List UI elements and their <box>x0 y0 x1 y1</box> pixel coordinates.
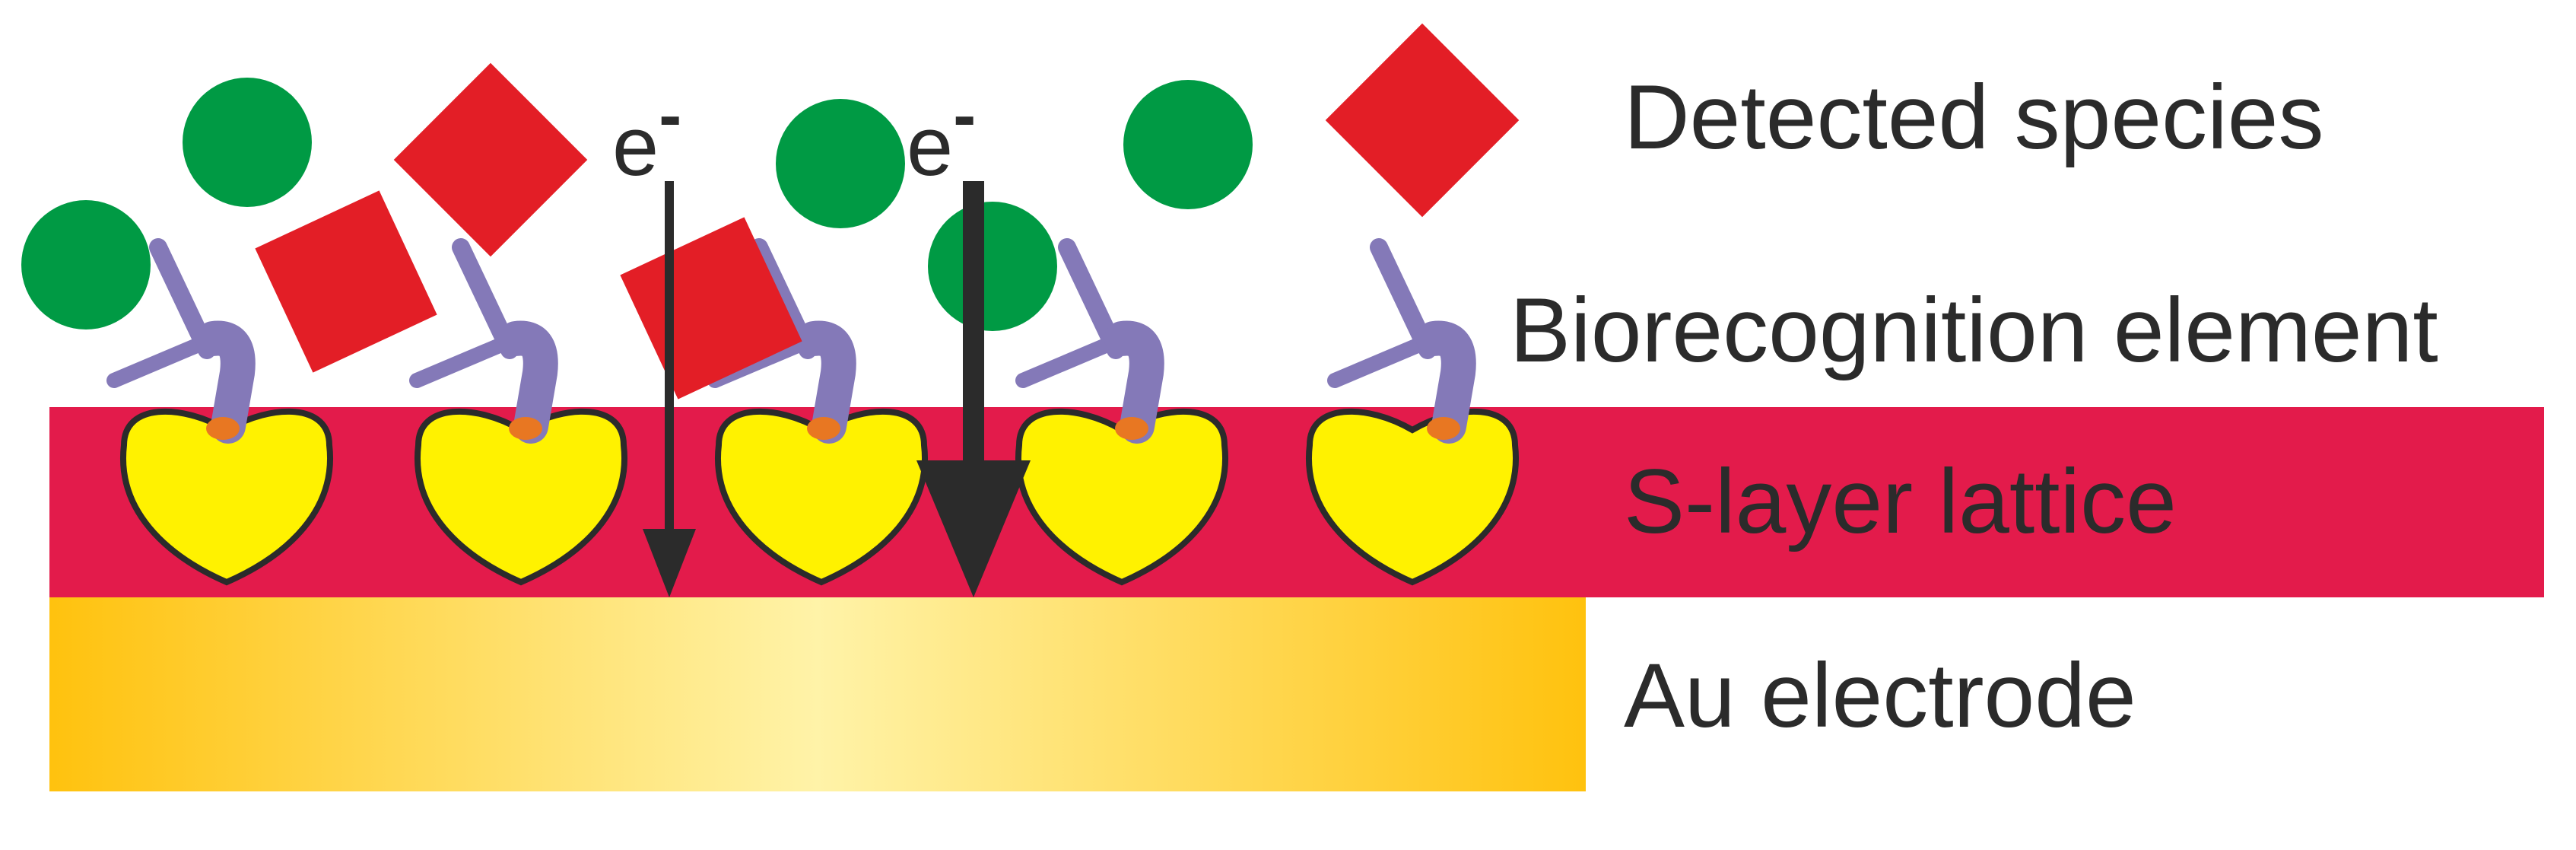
red-species <box>255 190 437 373</box>
green-species <box>928 202 1057 331</box>
green-species <box>183 78 312 207</box>
label-au-electrode: Au electrode <box>1624 645 2136 747</box>
green-species-group <box>21 78 1253 331</box>
receptor <box>1015 238 1164 444</box>
red-species-group <box>255 23 1520 400</box>
electron-label: e- <box>612 78 681 193</box>
electron-arrow-thick <box>916 181 1031 597</box>
red-species <box>620 217 802 400</box>
receptor <box>409 238 558 444</box>
red-species <box>393 62 588 257</box>
linker <box>807 417 840 440</box>
linker <box>1427 417 1460 440</box>
linker <box>206 417 240 440</box>
receptor <box>1327 238 1476 444</box>
green-species <box>21 200 151 329</box>
green-species <box>776 99 905 228</box>
label-biorecognition-element: Biorecognition element <box>1510 279 2438 381</box>
linker <box>1115 417 1148 440</box>
au-electrode <box>49 597 1586 791</box>
receptor <box>106 238 256 444</box>
label-s-layer-lattice: S-layer lattice <box>1624 450 2177 552</box>
green-species <box>1123 80 1253 209</box>
red-species <box>1325 23 1520 218</box>
label-detected-species: Detected species <box>1624 66 2324 168</box>
electron-arrow-thin <box>643 181 696 597</box>
linker <box>509 417 542 440</box>
electron-label: e- <box>907 78 976 193</box>
